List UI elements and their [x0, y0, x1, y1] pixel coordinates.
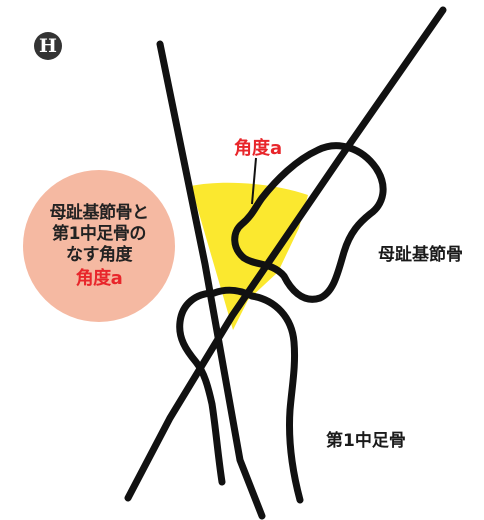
- proximal-phalanx-label: 母趾基節骨: [378, 245, 463, 265]
- angle-a-wedge: [191, 182, 308, 330]
- callout-accent-label: 角度a: [75, 268, 123, 289]
- metatarsal-head-top: [210, 286, 256, 300]
- proximal-phalanx-outline: [231, 142, 387, 303]
- callout-line-2: 第1中足骨の: [52, 224, 146, 244]
- phalanx-axis-line: [124, 6, 447, 502]
- panel-letter-badge: H: [34, 32, 62, 60]
- first-metatarsal-label: 第1中足骨: [326, 431, 406, 451]
- metatarsal-axis-line: [156, 40, 266, 520]
- angle-a-label: 角度a: [234, 138, 283, 159]
- angle-label-leader: [251, 157, 257, 205]
- callout-line-3: なす角度: [66, 245, 133, 265]
- angle-explanation-callout: 母趾基節骨と 第1中足骨の なす角度 角度a: [23, 170, 175, 322]
- callout-line-1: 母趾基節骨と: [49, 203, 150, 223]
- metatarsal-head-outline: [176, 289, 226, 486]
- metatarsal-shaft-right: [248, 292, 304, 504]
